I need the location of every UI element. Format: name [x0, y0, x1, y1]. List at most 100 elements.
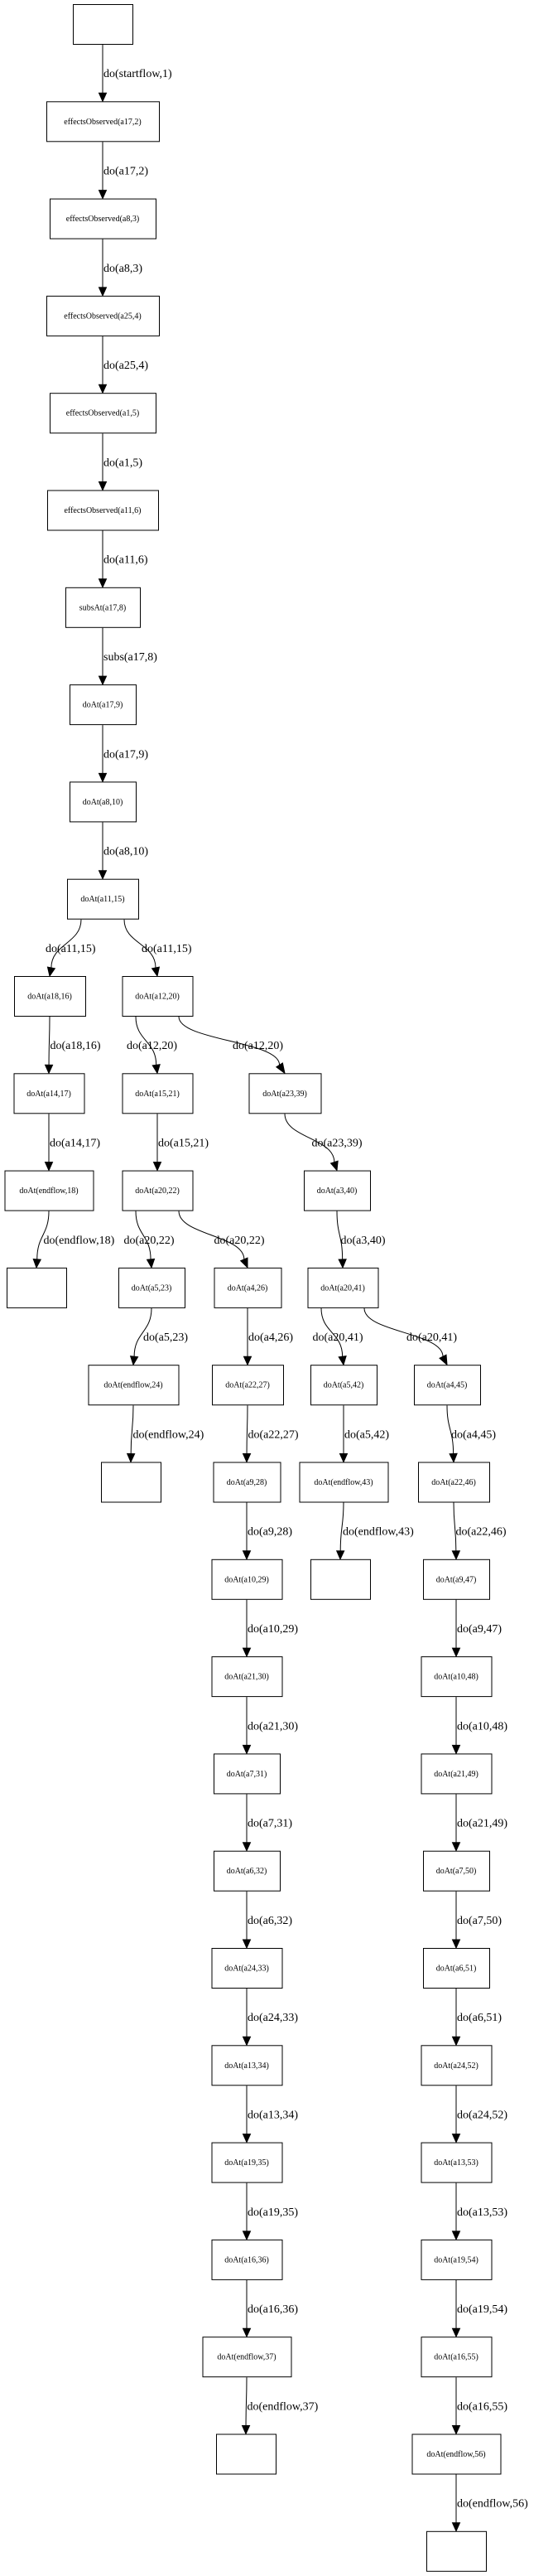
edge-label: do(a4,26)	[248, 1331, 293, 1344]
edge-label: do(a9,28)	[248, 1526, 292, 1539]
graph-edge: do(a21,49)	[451, 1794, 507, 1852]
node-box	[122, 976, 194, 1017]
node-box	[4, 1170, 94, 1211]
edge-line	[245, 2377, 248, 2426]
graph-edge: do(a18,16)	[44, 1016, 101, 1075]
arrowhead-icon	[451, 1842, 461, 1852]
node-label: effectsObserved(a1,5)	[66, 409, 139, 418]
edge-line	[284, 1114, 335, 1162]
node-label: doAt(a16,36)	[224, 2255, 269, 2264]
graph-edge: subs(a17,8)	[98, 627, 157, 686]
node-box	[418, 1462, 490, 1503]
arrowhead-icon	[338, 1355, 347, 1366]
node-label: effectsObserved(a11,6)	[64, 506, 141, 515]
arrowhead-icon	[243, 1356, 252, 1366]
node-label: doAt(endflow,37)	[217, 2353, 276, 2362]
graph-edge: do(endflow,18)	[32, 1211, 115, 1269]
graph-node: doAt(a20,41)	[307, 1267, 379, 1308]
edge-label: do(a10,48)	[457, 1720, 507, 1733]
graph-node: doAt(a9,47)	[423, 1559, 490, 1600]
graph-node-empty	[426, 2530, 487, 2572]
arrowhead-icon	[126, 1452, 136, 1463]
graph-edge: do(a11,15)	[46, 919, 96, 978]
edge-label: do(a1,5)	[103, 457, 142, 469]
arrowhead-icon	[242, 1744, 252, 1755]
arrowhead-icon	[242, 2230, 252, 2241]
node-box	[118, 1267, 185, 1308]
graph-node: doAt(a10,29)	[211, 1559, 283, 1600]
arrowhead-icon	[242, 1842, 252, 1852]
edge-line	[246, 1405, 248, 1454]
arrowhead-icon	[451, 2230, 461, 2241]
edge-label: do(a22,46)	[456, 1526, 507, 1539]
edge-label: do(a5,42)	[344, 1428, 389, 1441]
edge-label: do(a11,15)	[46, 943, 96, 955]
arrowhead-icon	[275, 1062, 286, 1075]
node-label: doAt(a7,31)	[227, 1770, 267, 1779]
graph-node: subsAt(a17,8)	[65, 587, 141, 628]
edge-label: do(a16,36)	[248, 2303, 298, 2316]
edge-label: do(a24,33)	[248, 2012, 298, 2024]
node-box	[421, 1753, 493, 1795]
edge-label: do(a6,32)	[248, 1915, 292, 1927]
arrowhead-icon	[98, 190, 108, 200]
edge-line	[36, 1211, 50, 1259]
graph-node-empty	[73, 4, 133, 45]
graph-node: doAt(a19,54)	[421, 2239, 493, 2280]
graph-node: doAt(a21,49)	[421, 1753, 493, 1795]
graph-edge: do(a20,22)	[178, 1211, 265, 1269]
edge-line	[178, 1211, 245, 1259]
graph-edge: do(a13,53)	[451, 2182, 507, 2241]
arrowhead-icon	[46, 966, 56, 978]
node-box	[310, 1559, 371, 1600]
graph-node: doAt(a6,32)	[214, 1850, 281, 1892]
edge-label: do(a8,3)	[103, 263, 142, 275]
node-label: doAt(a6,51)	[436, 1965, 477, 1974]
graph-edge: do(a17,9)	[98, 725, 148, 783]
edge-line	[123, 919, 156, 969]
graph-edge: do(a12,20)	[127, 1016, 177, 1075]
edge-label: do(a10,29)	[248, 1623, 298, 1636]
edge-label: do(a6,51)	[457, 2012, 502, 2024]
node-box	[213, 1462, 281, 1503]
arrowhead-icon	[98, 870, 108, 880]
node-label: doAt(a7,50)	[436, 1867, 477, 1876]
edge-label: do(a24,52)	[457, 2109, 507, 2121]
graph-edge: do(a14,17)	[44, 1114, 100, 1172]
edge-label: do(a7,31)	[248, 1818, 292, 1830]
edge-label: do(a18,16)	[50, 1040, 101, 1052]
arrowhead-icon	[98, 675, 108, 686]
graph-node: doAt(a19,35)	[211, 2142, 283, 2183]
edge-line	[453, 1502, 457, 1551]
arrowhead-icon	[242, 2327, 252, 2338]
edge-label: do(a12,20)	[233, 1040, 283, 1052]
graph-node: doAt(a23,39)	[248, 1073, 322, 1114]
arrowhead-icon	[152, 1162, 162, 1172]
edge-label: do(a4,45)	[451, 1428, 496, 1441]
arrowhead-icon	[451, 2134, 461, 2143]
graph-node: doAt(a21,30)	[211, 1656, 283, 1698]
graph-node: doAt(endflow,24)	[88, 1365, 180, 1406]
node-box	[310, 1365, 377, 1406]
graph-edge: do(a5,42)	[339, 1405, 389, 1463]
node-box	[423, 1948, 490, 1989]
node-label: doAt(a9,47)	[436, 1575, 477, 1584]
node-label: doAt(a17,9)	[83, 701, 123, 710]
graph-node: doAt(a6,51)	[423, 1948, 490, 1989]
edge-label: do(a12,20)	[127, 1040, 177, 1052]
edge-label: do(a16,55)	[457, 2400, 507, 2413]
node-label: doAt(a5,23)	[132, 1283, 172, 1293]
graph-node: doAt(endflow,43)	[299, 1462, 389, 1503]
graph-node: doAt(a4,26)	[214, 1267, 282, 1308]
graph-edge: do(a19,35)	[242, 2182, 298, 2241]
node-label: doAt(a13,53)	[434, 2158, 478, 2168]
graph-edge: do(a9,47)	[451, 1599, 502, 1658]
arrowhead-icon	[44, 1064, 54, 1075]
node-box	[202, 2337, 292, 2378]
graph-edge: do(a24,33)	[242, 1988, 298, 2047]
edge-label: do(a15,21)	[158, 1137, 209, 1149]
graph-edge: do(startflow,1)	[98, 45, 172, 103]
node-label: doAt(a13,34)	[224, 2061, 269, 2071]
node-box	[421, 2239, 493, 2280]
